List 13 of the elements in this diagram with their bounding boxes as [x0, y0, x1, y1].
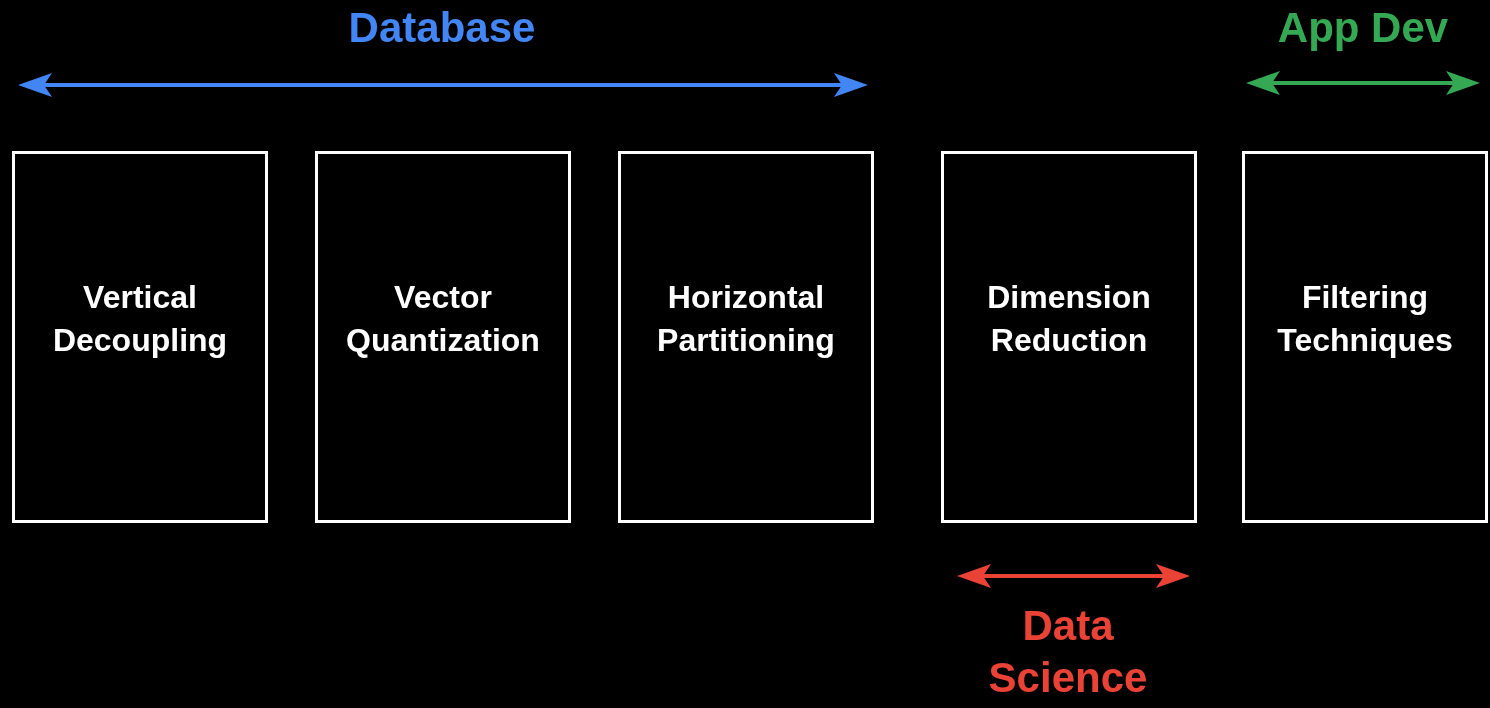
box-label: Dimension Reduction — [986, 278, 1152, 360]
box-label: Vector Quantization — [345, 278, 541, 360]
process-box — [1242, 151, 1488, 523]
box-label: Vertical Decoupling — [51, 278, 229, 360]
process-box — [941, 151, 1197, 523]
category-label: Data Science — [987, 601, 1149, 703]
box-label: Horizontal Partitioning — [656, 278, 836, 360]
process-box — [315, 151, 571, 523]
process-box — [618, 151, 874, 523]
box-label: Filtering Techniques — [1276, 278, 1454, 360]
process-box — [12, 151, 268, 523]
category-label: App Dev — [1276, 3, 1450, 53]
category-label: Database — [347, 3, 537, 53]
